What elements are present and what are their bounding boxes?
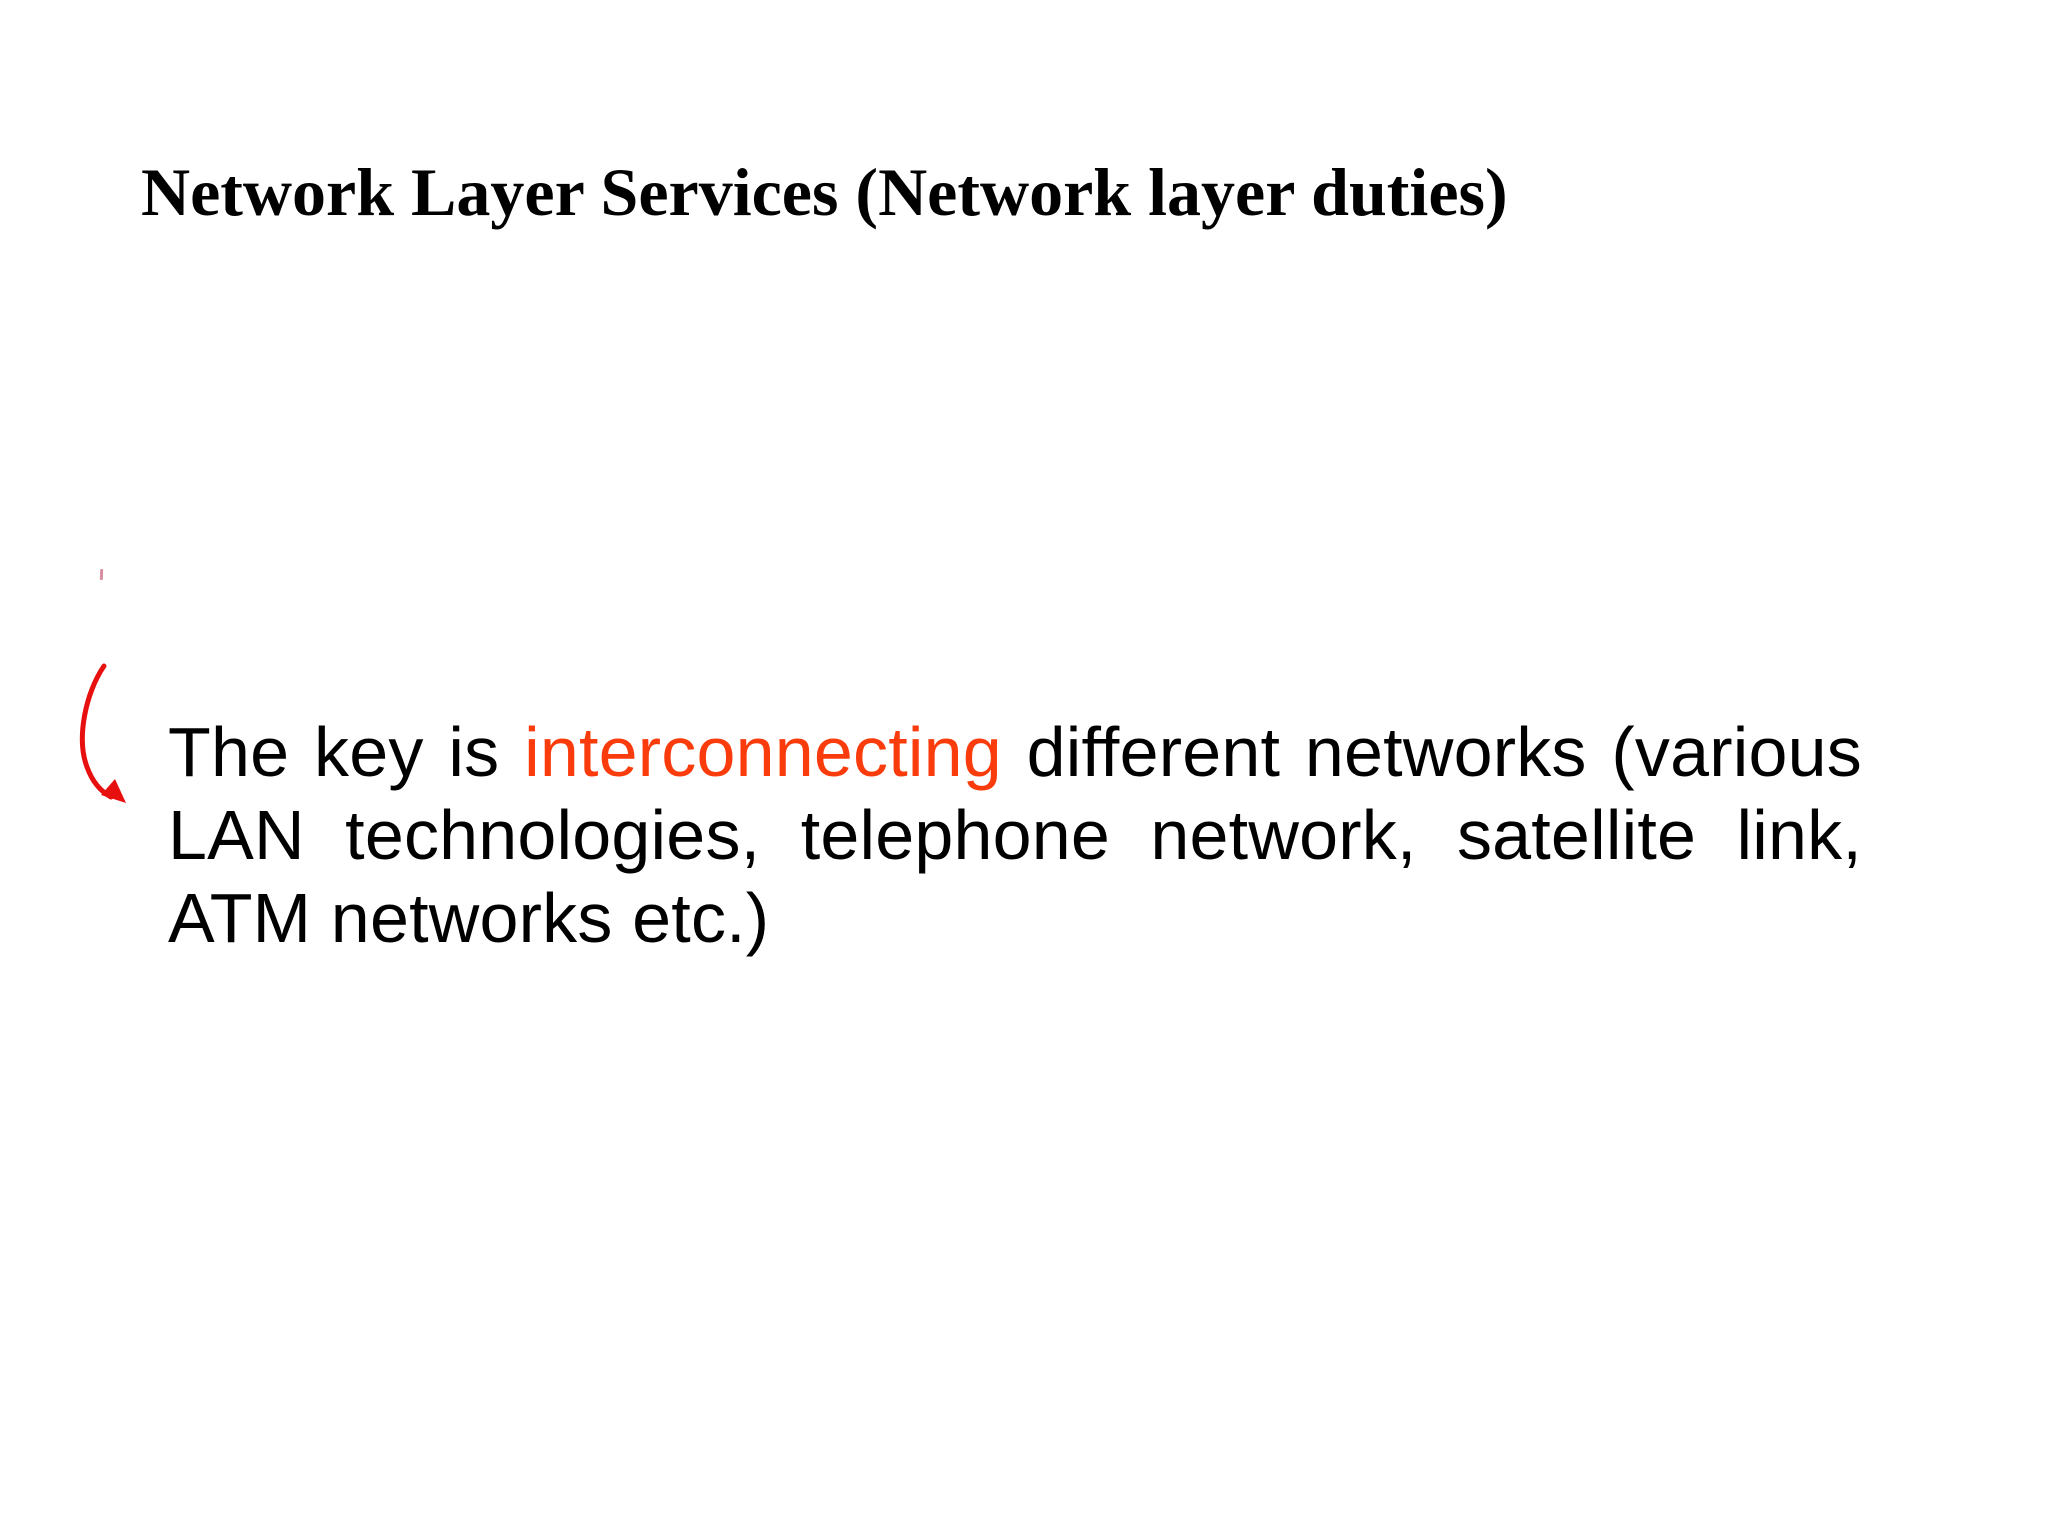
slide-title: Network Layer Services (Network layer du… [141, 154, 1508, 230]
arrow-head [101, 779, 126, 803]
arrow-shaft [79, 663, 114, 800]
paragraph-line-2: LAN technologies, telephone network, sat… [168, 796, 1862, 874]
body-paragraph: The key is interconnecting different net… [168, 711, 1862, 960]
small-red-tick-icon [99, 568, 104, 581]
line1-pre-text: The key is [168, 713, 500, 791]
paragraph-line-1: The key is interconnecting different net… [168, 711, 1862, 794]
line1-highlight-text: interconnecting [524, 713, 1002, 791]
line1-post-text: different networks (various [1026, 713, 1862, 791]
paragraph-line-3: ATM networks etc.) [168, 879, 770, 957]
red-curved-arrow-icon [79, 663, 126, 803]
